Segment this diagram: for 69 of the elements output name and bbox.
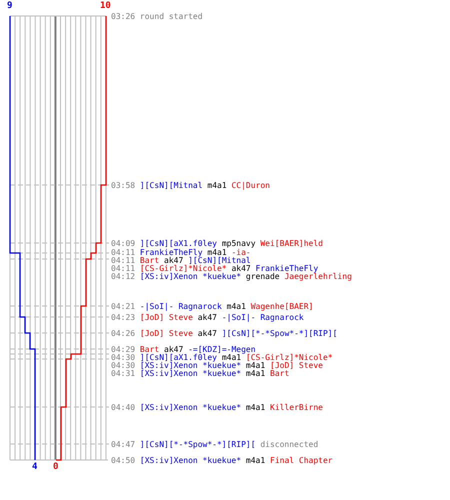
timestamp: 04:23: [111, 312, 136, 322]
event-text: round started: [140, 12, 203, 20]
weapon-name: ak47: [164, 344, 184, 354]
player-name: [CS-Girlz]*Nicole*: [140, 264, 227, 272]
timestamp: 04:21: [111, 302, 136, 310]
timestamp: 04:11: [111, 248, 136, 256]
weapon-name: m4a1: [246, 402, 266, 412]
timestamp: 04:50: [111, 456, 136, 464]
player-name: ][CsN][Mitnal: [140, 180, 203, 190]
player-name: Wagenhe[BAER]: [250, 302, 314, 310]
player-name: -|SoI|- Ragnarock: [222, 312, 304, 322]
player-name: [JoD] Steve: [140, 328, 193, 338]
player-name: FrankieTheFly: [256, 264, 318, 272]
player-name: CC|Duron: [231, 180, 270, 190]
player-name: -ia-: [231, 248, 251, 256]
player-name: -|SoI|- Ragnarock: [140, 302, 222, 310]
player-name: ][CsN][*-*Spow*-*][RIP][: [222, 328, 338, 338]
player-name: ][CsN][aX1.f0ley: [140, 352, 217, 362]
timestamp: 03:26: [111, 12, 136, 20]
player-name: -=[KDZ]=-Megen: [188, 344, 256, 354]
timestamp: 04:40: [111, 402, 136, 412]
player-name: ][CsN][*-*Spow*-*][RIP][: [140, 440, 256, 448]
player-name: Jaegerlehrling: [284, 272, 352, 280]
player-name: [JoD] Steve: [140, 312, 193, 322]
weapon-name: m4a1: [226, 302, 246, 310]
timestamp: 04:11: [111, 264, 136, 272]
player-name: [XS:iv]Xenon *kuekue*: [140, 456, 242, 464]
player-name: [JoD] Steve: [270, 360, 323, 370]
player-name: Bart: [140, 256, 160, 264]
timestamp: 04:12: [111, 272, 136, 280]
timestamp: 04:47: [111, 440, 136, 448]
weapon-name: mp5navy: [222, 238, 256, 248]
timestamp: 04:11: [111, 256, 136, 264]
event-text: disconnected: [260, 440, 318, 448]
weapon-name: m4a1: [207, 248, 227, 256]
timestamp: 04:09: [111, 238, 136, 248]
weapon-name: ak47: [198, 312, 217, 322]
player-name: [XS:iv]Xenon *kuekue*: [140, 272, 242, 280]
weapon-name: ak47: [198, 328, 217, 338]
weapon-name: m4a1: [222, 352, 242, 362]
count-label: 4: [32, 463, 38, 472]
timestamp: 04:31: [111, 368, 136, 378]
timestamp: 04:30: [111, 352, 136, 362]
timestamp: 04:29: [111, 344, 136, 354]
player-name: ][CsN][aX1.f0ley: [140, 238, 217, 248]
player-name: ][CsN][Mitnal: [188, 256, 251, 264]
weapon-name: ak47: [164, 256, 184, 264]
player-name: Bart: [140, 344, 160, 354]
weapon-name: m4a1: [246, 360, 266, 370]
player-name: Final Chapter: [270, 456, 333, 464]
weapon-name: m4a1: [207, 180, 227, 190]
player-name: Wei[BAER]held: [260, 238, 323, 248]
player-name: [XS:iv]Xenon *kuekue*: [140, 360, 242, 370]
player-name: [XS:iv]Xenon *kuekue*: [140, 368, 242, 378]
weapon-name: grenade: [246, 272, 280, 280]
player-name: FrankieTheFly: [140, 248, 203, 256]
timestamp: 03:58: [111, 180, 136, 190]
timestamp: 04:26: [111, 328, 136, 338]
weapon-name: ak47: [231, 264, 251, 272]
count-label: 9: [7, 2, 12, 11]
timestamp: 04:30: [111, 360, 136, 370]
player-name: [CS-Girlz]*Nicole*: [246, 352, 333, 362]
player-name: KillerBirne: [270, 402, 323, 412]
count-label: 0: [53, 463, 58, 472]
count-label: 10: [100, 2, 111, 11]
weapon-name: m4a1: [246, 456, 266, 464]
player-name: Bart: [270, 368, 290, 378]
weapon-name: m4a1: [246, 368, 266, 378]
player-name: [XS:iv]Xenon *kuekue*: [140, 402, 242, 412]
